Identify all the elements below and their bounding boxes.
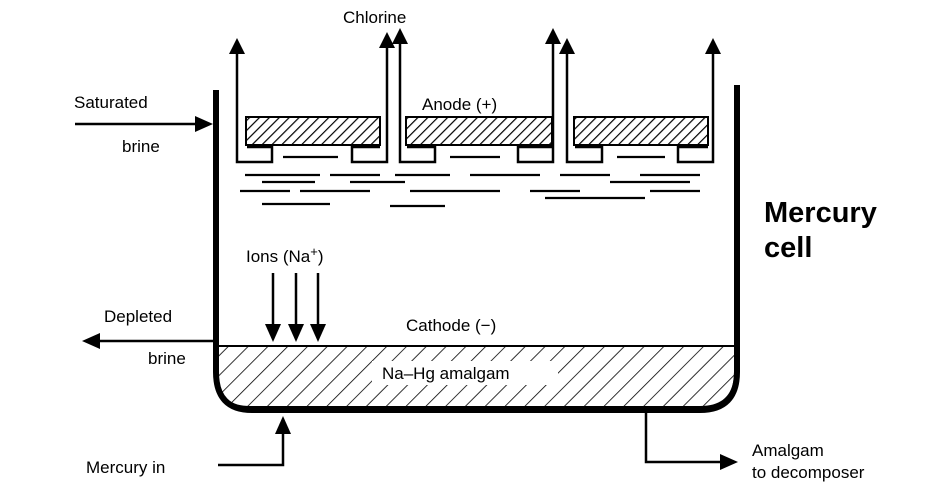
depleted-brine-arrow bbox=[82, 333, 213, 349]
brine-in-label: brine bbox=[122, 137, 160, 156]
saturated-label: Saturated bbox=[74, 93, 148, 112]
amalgam-out-arrow bbox=[644, 411, 738, 470]
title-line-2: cell bbox=[764, 232, 812, 264]
anode-block-1 bbox=[245, 116, 381, 146]
chlorine-outlet-pipes bbox=[235, 42, 715, 164]
depleted-label: Depleted bbox=[104, 307, 172, 326]
brine-out-label: brine bbox=[148, 349, 186, 368]
anode-block-3 bbox=[573, 116, 709, 146]
anode-label: Anode (+) bbox=[422, 95, 497, 114]
anode-block-2 bbox=[405, 116, 553, 146]
ions-prefix: Ions (Na bbox=[246, 247, 311, 266]
cell-tank bbox=[213, 85, 740, 413]
ions-suffix: ) bbox=[318, 247, 324, 266]
amalgam-out-label-1: Amalgam bbox=[752, 441, 824, 460]
chlorine-label: Chlorine bbox=[343, 8, 406, 27]
cathode-label: Cathode (−) bbox=[406, 316, 496, 335]
ion-arrows bbox=[271, 273, 320, 326]
brine-inlet-arrow bbox=[75, 116, 213, 132]
ion-arrowheads bbox=[265, 324, 326, 342]
mercury-in-label: Mercury in bbox=[86, 458, 165, 477]
ions-label: Ions (Na+) bbox=[246, 244, 324, 266]
ions-charge: + bbox=[310, 244, 318, 259]
brine-surface-lines bbox=[240, 155, 700, 208]
amalgam-label: Na–Hg amalgam bbox=[382, 364, 510, 383]
chlorine-arrowheads bbox=[229, 28, 721, 54]
title-line-1: Mercury bbox=[764, 197, 877, 229]
mercury-in-arrow bbox=[218, 416, 291, 467]
amalgam-label-bg bbox=[372, 361, 558, 385]
amalgam-out-label-2: to decomposer bbox=[752, 463, 865, 482]
